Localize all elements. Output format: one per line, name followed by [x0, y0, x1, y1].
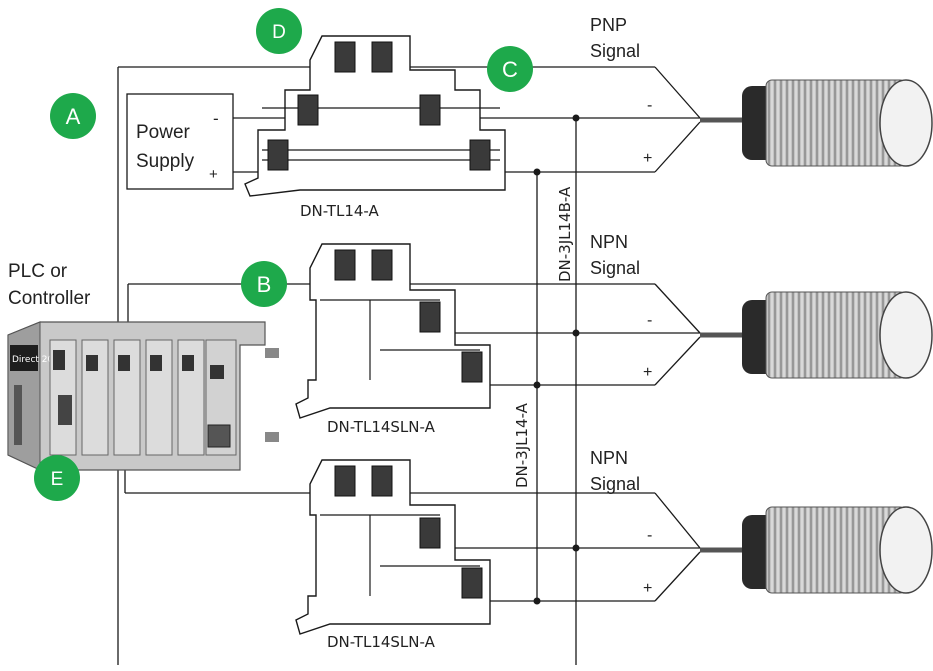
badge-b-letter: B	[257, 272, 272, 297]
badge-e: E	[34, 455, 80, 501]
plc-label-line2: Controller	[8, 288, 91, 309]
badge-c: C	[487, 46, 533, 92]
badge-a: A	[50, 93, 96, 139]
sensor-1-minus: -	[647, 97, 652, 114]
sensor-2-signal-type: NPN	[590, 232, 628, 252]
power-supply: Power Supply - +	[126, 93, 234, 190]
sensor-1-signal-type: PNP	[590, 15, 627, 35]
power-supply-minus: -	[213, 109, 219, 128]
sensor-3-signal-type: NPN	[590, 448, 628, 468]
module-top-label: DN-TL14-A	[300, 202, 379, 220]
module-middle-label: DN-TL14SLN-A	[327, 418, 436, 436]
badge-e-letter: E	[51, 469, 64, 490]
sensor-1-plus: +	[643, 150, 652, 167]
power-supply-plus: +	[209, 166, 218, 183]
power-supply-label-line2: Supply	[136, 151, 195, 172]
terminal-module-top: DN-TL14-A	[244, 35, 506, 220]
sensor-2-plus: +	[643, 364, 652, 381]
sensor-2-signal-label: Signal	[590, 258, 640, 278]
badge-d-letter: D	[272, 22, 286, 43]
badge-b: B	[241, 261, 287, 307]
power-supply-box	[126, 93, 234, 190]
badge-d: D	[256, 8, 302, 54]
plc-label-line1: PLC or	[8, 261, 68, 282]
badge-a-letter: A	[66, 104, 81, 129]
badge-c-letter: C	[502, 57, 518, 82]
sensor-3-signal-label: Signal	[590, 474, 640, 494]
jumper-lower-label: DN-3JL14-A	[513, 402, 531, 488]
sensor-3: NPN Signal - +	[590, 448, 933, 597]
sensor-1-signal-label: Signal	[590, 41, 640, 61]
terminal-module-bottom: DN-TL14SLN-A	[295, 459, 491, 651]
terminal-module-middle: DN-TL14SLN-A	[295, 243, 491, 436]
sensor-2: NPN Signal - +	[590, 232, 933, 381]
plc-brand: Direct 205	[12, 355, 59, 365]
jumper-upper-label: DN-3JL14B-A	[556, 186, 574, 282]
sensor-1: PNP Signal - +	[590, 15, 933, 167]
power-supply-label-line1: Power	[136, 122, 191, 143]
plc-controller: PLC or Controller Direct 205	[7, 261, 279, 471]
module-bottom-label: DN-TL14SLN-A	[327, 633, 436, 651]
sensor-3-minus: -	[647, 527, 652, 544]
sensor-2-minus: -	[647, 312, 652, 329]
sensor-3-plus: +	[643, 580, 652, 597]
